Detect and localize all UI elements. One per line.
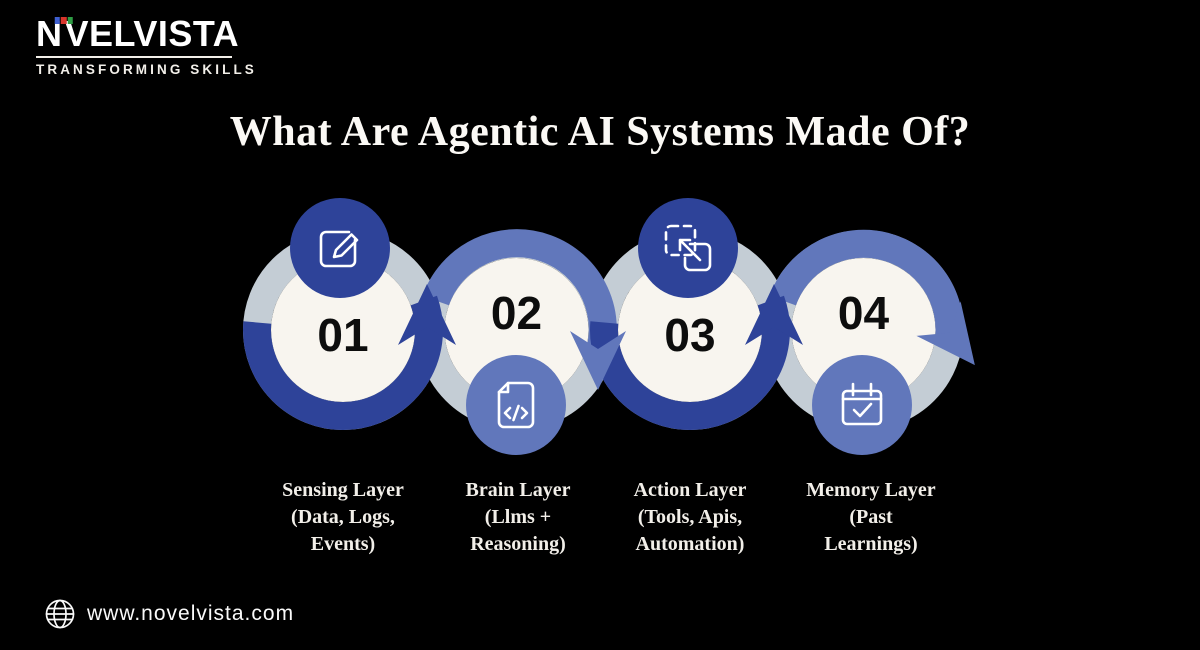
arc-medium-step2 (422, 229, 617, 365)
arc-dark-step3 (590, 295, 790, 430)
medal-ribbon-icon (54, 17, 73, 24)
arc-dark-step1 (243, 295, 443, 430)
logo-divider (36, 56, 232, 58)
step-number-4: 04 (838, 287, 890, 339)
arrow-up-icon-1 (398, 284, 456, 345)
logo-wordmark: N VELVISTA (36, 16, 239, 52)
inner-circle-step1 (271, 258, 415, 402)
novelvista-logo: N VELVISTA TRANSFORMING SKILLS (36, 16, 257, 77)
transfer-squares-icon (664, 224, 712, 272)
step-label-memory-layer: Memory Layer (Past Learnings) (806, 479, 936, 555)
logo-letters-velvista: VELVISTA (64, 13, 240, 54)
badge-step4 (812, 355, 912, 455)
edit-square-icon (319, 230, 359, 268)
step-label-action-layer: Action Layer (Tools, Apis, Automation) (633, 479, 747, 555)
footer: www.novelvista.com (44, 598, 294, 630)
globe-icon (45, 599, 75, 629)
logo-tagline: TRANSFORMING SKILLS (36, 62, 257, 77)
page-title: What Are Agentic AI Systems Made Of? (229, 109, 971, 155)
process-flow-diagram: 01 02 03 04 (243, 198, 975, 455)
step-number-1: 01 (317, 309, 368, 361)
step-label-sensing-layer: Sensing Layer (Data, Logs, Events) (282, 479, 404, 555)
document-code-icon (497, 381, 535, 429)
step-number-2: 02 (491, 287, 542, 339)
inner-circle-step3 (618, 258, 762, 402)
inner-circle-step2 (444, 258, 589, 402)
step-label-brain-layer: Brain Layer (Llms + Reasoning) (465, 479, 571, 555)
badge-step2 (466, 355, 566, 455)
arrow-up-icon-3 (745, 284, 803, 345)
arrow-down-icon-2 (570, 331, 626, 390)
arrow-down-icon-4 (916, 301, 975, 366)
inner-circle-step4 (791, 258, 936, 402)
badge-step1 (290, 198, 390, 298)
calendar-check-icon (841, 382, 883, 426)
website-url: www.novelvista.com (87, 602, 295, 625)
arc-medium-step4 (769, 229, 964, 345)
step-number-3: 03 (664, 309, 715, 361)
